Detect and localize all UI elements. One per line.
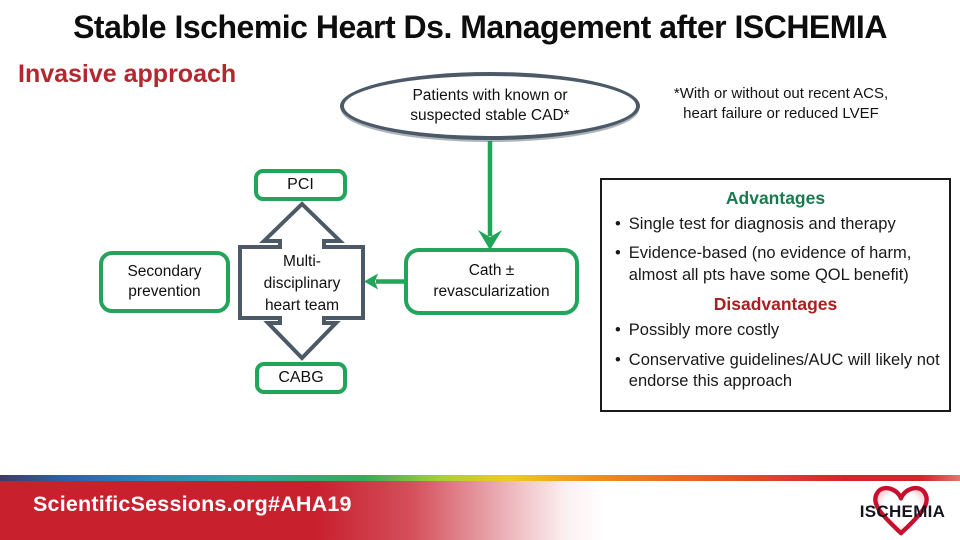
heart-team-node: Multi- disciplinary heart team xyxy=(242,251,362,317)
logo-wordmark: ISCHEMIA xyxy=(859,502,946,521)
cath-line2: revascularization xyxy=(433,282,550,300)
slide-title: Stable Ischemic Heart Ds. Management aft… xyxy=(73,9,887,45)
ischemia-logo: ISCHEMIA xyxy=(845,480,960,540)
slide-subtitle: Invasive approach xyxy=(18,60,237,88)
footer-hashtag: #AHA19 xyxy=(268,492,352,516)
arrowhead-down-icon xyxy=(478,230,502,250)
footer-text: ScientificSessions.org#AHA19 xyxy=(33,492,352,517)
heart-icon xyxy=(873,485,929,536)
patients-oval-node: Patients with known or suspected stable … xyxy=(340,72,640,140)
cath-line1: Cath ± xyxy=(468,262,515,280)
advantage-item: • Evidence-based (no evidence of harm, a… xyxy=(615,243,940,286)
disadvantages-heading: Disadvantages xyxy=(713,294,838,315)
heart-team-line1: Multi- xyxy=(283,253,321,270)
advantage-text: Evidence-based (no evidence of harm, alm… xyxy=(628,244,912,284)
pci-label: PCI xyxy=(287,175,314,193)
cath-node: Cath ± revascularization xyxy=(404,248,579,315)
arrowhead-left-icon xyxy=(364,273,378,290)
patients-oval-line2: suspected stable CAD* xyxy=(410,107,570,124)
bullet-icon: • xyxy=(615,350,621,369)
advantage-text: Single test for diagnosis and therapy xyxy=(628,215,896,233)
disadvantage-item: • Conservative guidelines/AUC will likel… xyxy=(615,350,940,393)
patients-oval-line1: Patients with known or xyxy=(412,86,568,104)
pros-cons-panel: Advantages • Single test for diagnosis a… xyxy=(600,178,951,412)
footer-bar: ScientificSessions.org#AHA19 xyxy=(0,481,960,540)
secondary-prevention-node: Secondary prevention xyxy=(99,251,230,313)
pci-node: PCI xyxy=(254,169,347,201)
footer-rainbow-stripe xyxy=(0,475,960,481)
bullet-icon: • xyxy=(615,215,621,233)
heart-team-line3: heart team xyxy=(264,297,340,314)
footnote-line1: *With or without out recent ACS, xyxy=(673,85,889,102)
bullet-icon: • xyxy=(615,244,621,263)
disadvantage-item: • Possibly more costly xyxy=(615,320,940,341)
disadvantage-text: Conservative guidelines/AUC will likely … xyxy=(628,350,940,391)
disadvantage-text: Possibly more costly xyxy=(628,321,780,340)
cabg-node: CABG xyxy=(255,362,347,394)
footnote: *With or without out recent ACS, heart f… xyxy=(652,84,910,125)
footnote-line2: heart failure or reduced LVEF xyxy=(683,105,879,123)
secondary-prevention-line2: prevention xyxy=(128,283,201,300)
cabg-label: CABG xyxy=(278,368,324,386)
heart-team-line2: disciplinary xyxy=(263,275,341,292)
bullet-icon: • xyxy=(615,321,621,340)
footer-website: ScientificSessions.org xyxy=(33,492,269,516)
advantages-heading: Advantages xyxy=(725,188,826,208)
advantage-item: • Single test for diagnosis and therapy xyxy=(615,214,940,235)
secondary-prevention-line1: Secondary xyxy=(127,262,202,280)
